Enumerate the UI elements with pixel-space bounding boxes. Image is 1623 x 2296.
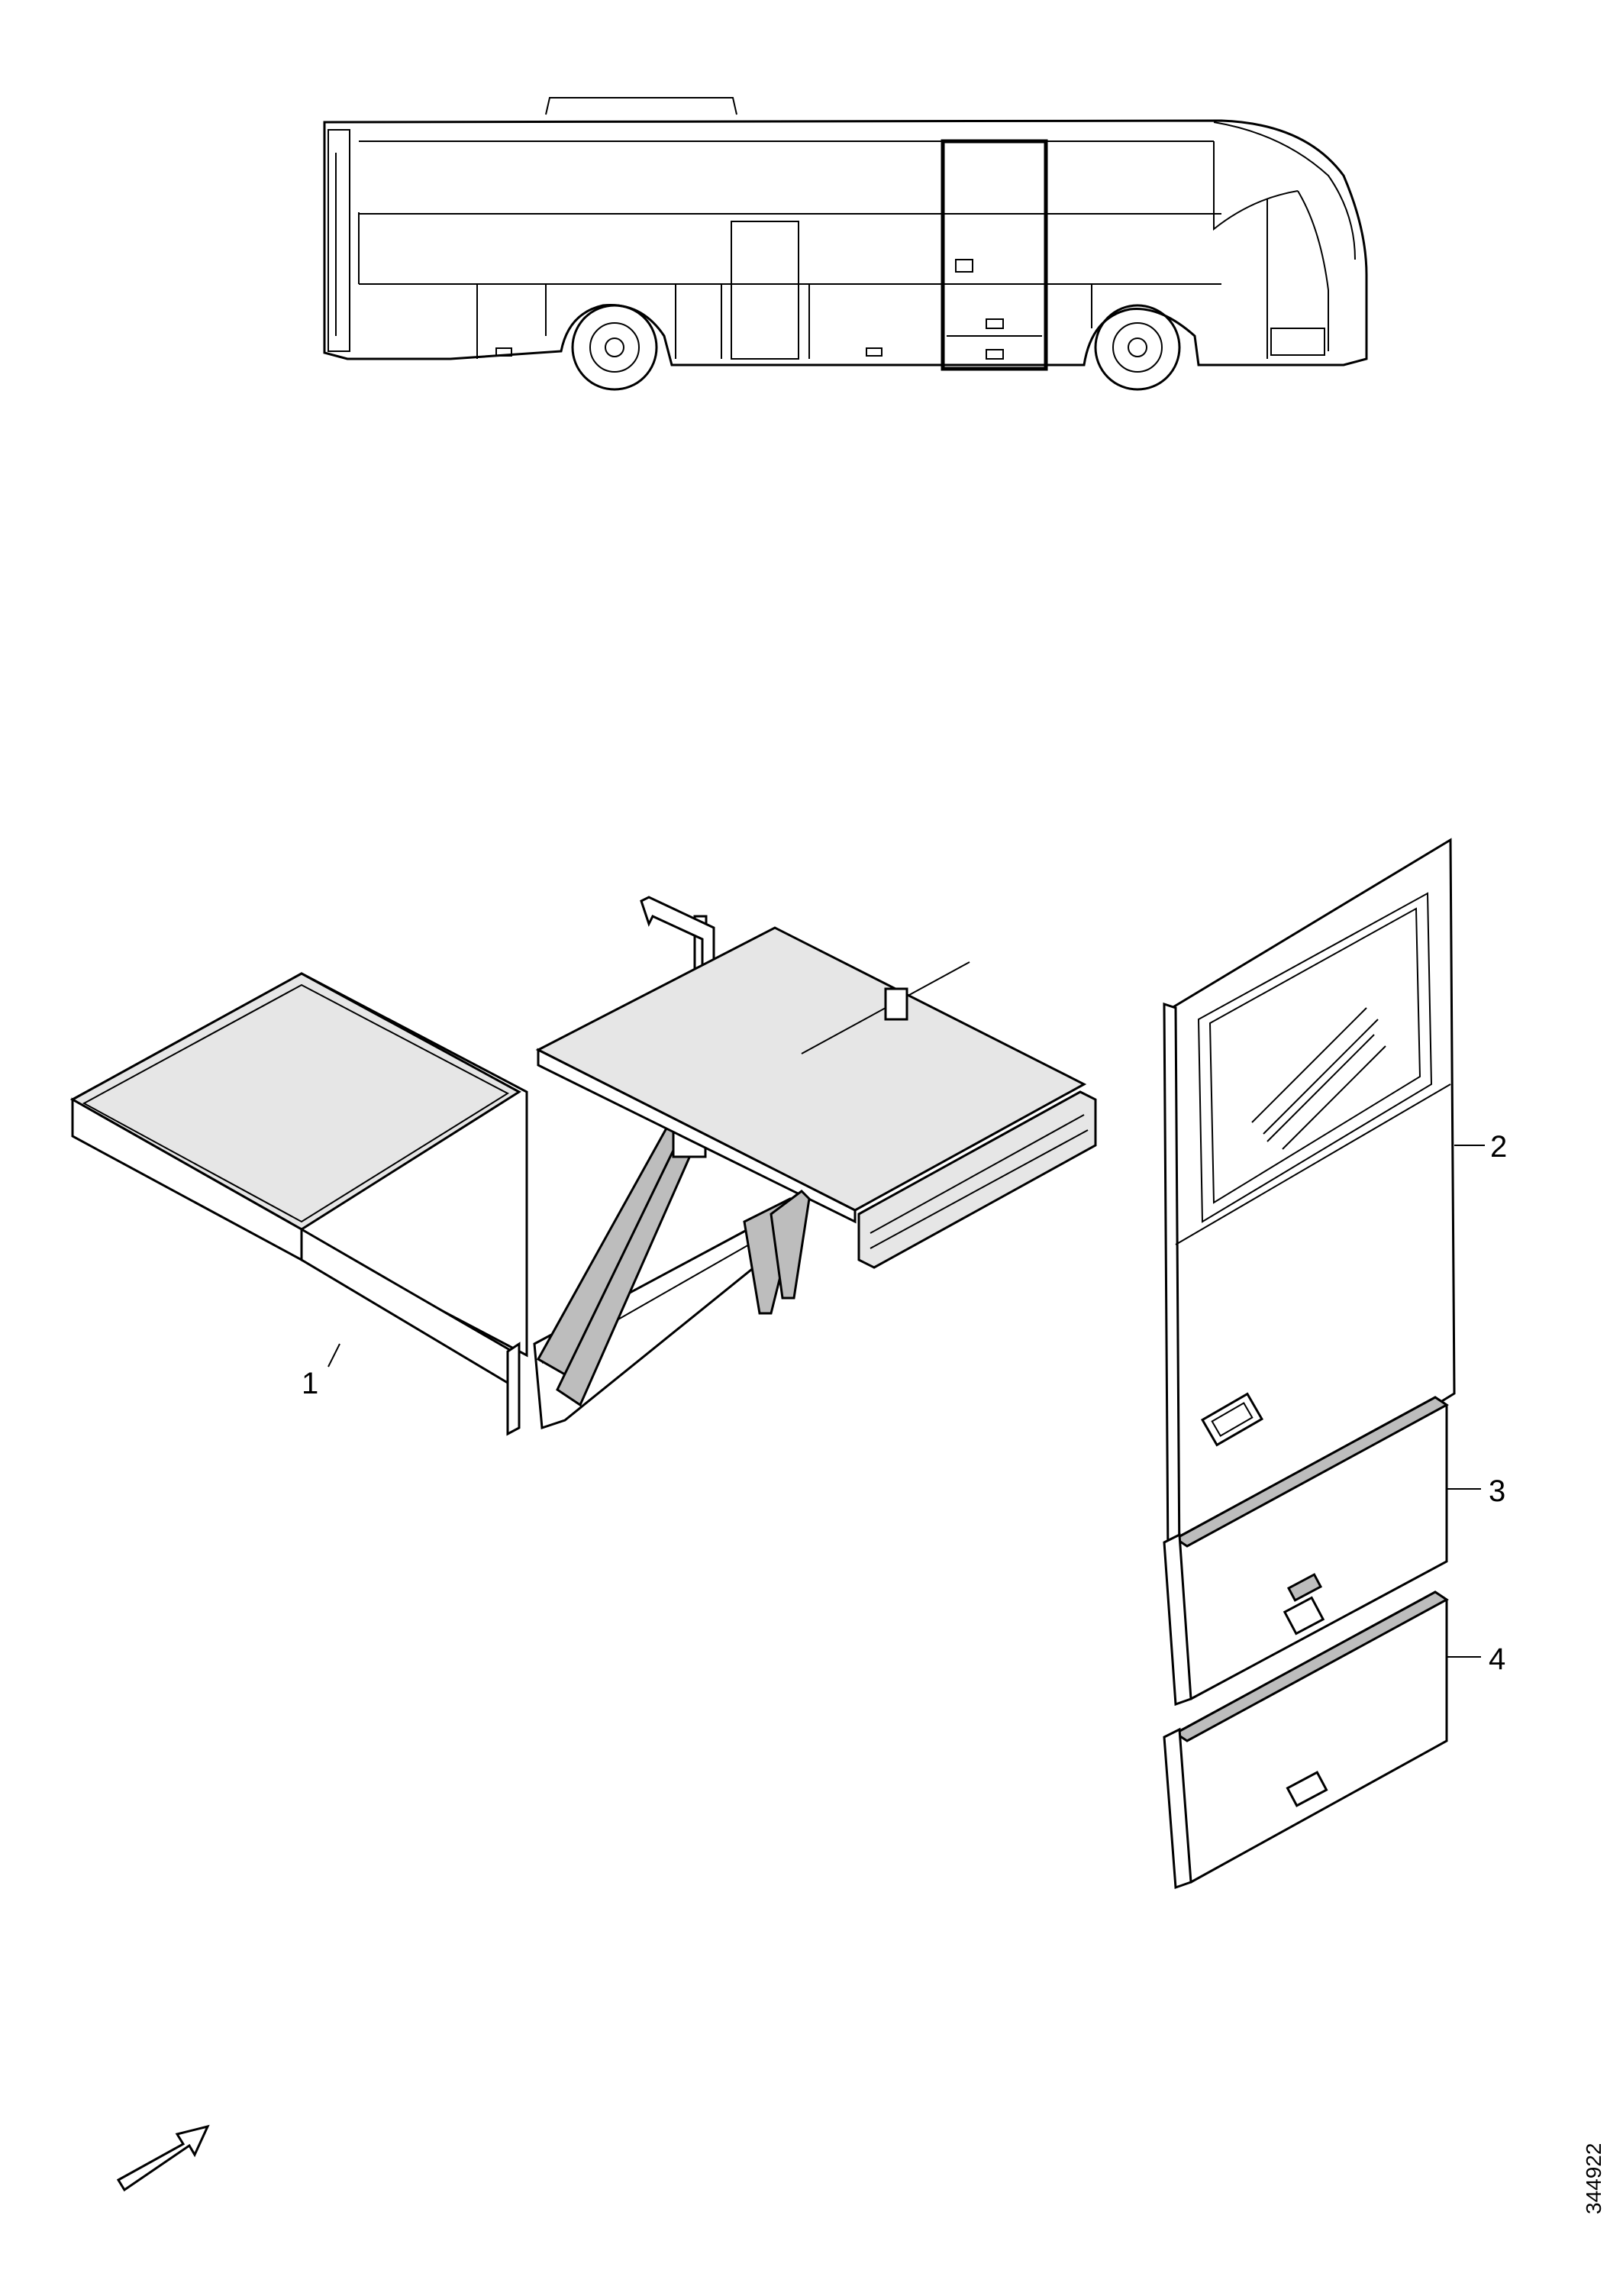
part-2-door-panel [1163, 838, 1456, 1568]
bus-side-view-icon [323, 97, 1368, 391]
callout-2: 2 [1490, 1130, 1507, 1164]
part-4-lowest-door-panel [1163, 1590, 1449, 1890]
part-3-lower-door-panel [1163, 1396, 1449, 1707]
callout-leaders [328, 1145, 1485, 1658]
document-number: 344922 [1582, 2143, 1605, 2214]
callout-3: 3 [1489, 1474, 1505, 1508]
callout-1: 1 [302, 1367, 318, 1400]
part-1-platform-assembly [69, 896, 1097, 1436]
callout-4: 4 [1489, 1642, 1505, 1676]
direction-arrow-icon [116, 2124, 210, 2192]
